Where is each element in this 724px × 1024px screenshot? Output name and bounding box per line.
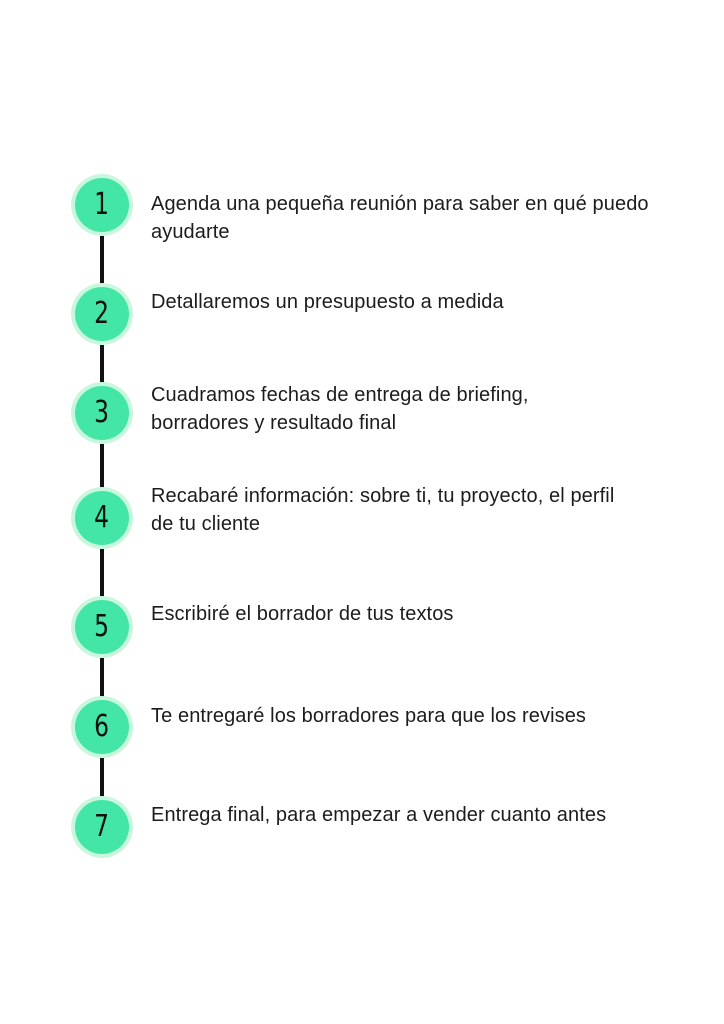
step-number: 4	[94, 500, 110, 535]
step-badge-fill: 1	[75, 178, 129, 232]
step-description-1: Agenda una pequeña reunión para saber en…	[151, 193, 649, 243]
connector-line-1-2	[100, 236, 104, 284]
step-description-7: Entrega final, para empezar a vender cua…	[151, 804, 607, 826]
step-description-5: Escribiré el borrador de tus textos	[151, 603, 454, 625]
step-description-2: Detallaremos un presupuesto a medida	[151, 291, 504, 313]
step-badge-5: 5	[71, 596, 133, 658]
step-number: 2	[94, 296, 110, 331]
step-badge-fill: 2	[75, 287, 129, 341]
step-badge-3: 3	[71, 382, 133, 444]
step-number: 1	[94, 187, 110, 222]
step-badge-fill: 7	[75, 800, 129, 854]
step-badge-1: 1	[71, 174, 133, 236]
connector-line-3-4	[100, 444, 104, 488]
step-badge-4: 4	[71, 487, 133, 549]
step-badge-fill: 3	[75, 386, 129, 440]
connector-line-2-3	[100, 345, 104, 383]
step-description-6: Te entregaré los borradores para que los…	[151, 705, 587, 727]
connector-line-6-7	[100, 758, 104, 798]
step-number: 6	[94, 709, 110, 744]
step-number: 5	[94, 609, 110, 644]
step-description-3: Cuadramos fechas de entrega de briefing,…	[151, 384, 529, 434]
connector-line-4-5	[100, 549, 104, 597]
step-badge-fill: 4	[75, 491, 129, 545]
connector-line-5-6	[100, 658, 104, 698]
step-number: 7	[94, 809, 110, 844]
step-badge-fill: 6	[75, 700, 129, 754]
step-description-4: Recabaré información: sobre ti, tu proye…	[151, 485, 615, 535]
step-badge-6: 6	[71, 696, 133, 758]
step-number: 3	[94, 395, 110, 430]
step-badge-2: 2	[71, 283, 133, 345]
step-badge-7: 7	[71, 796, 133, 858]
step-badge-fill: 5	[75, 600, 129, 654]
